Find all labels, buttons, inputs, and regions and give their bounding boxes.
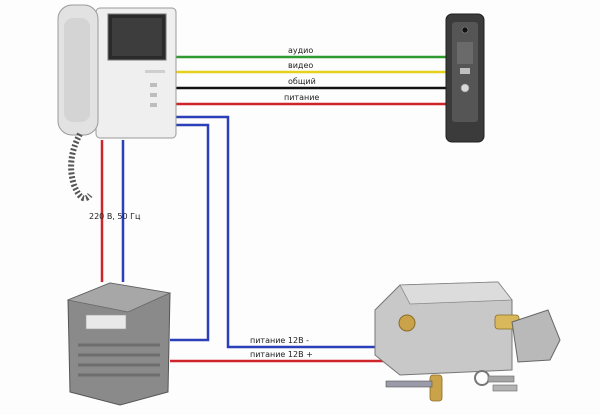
lock-strike-plate bbox=[511, 309, 561, 363]
label-audio: аудио bbox=[288, 46, 313, 55]
wire-monitor-lock-inner bbox=[170, 123, 210, 342]
label-power: питание bbox=[284, 93, 319, 102]
lock-cylinder bbox=[385, 374, 443, 402]
handset bbox=[57, 4, 99, 136]
wire-monitor-lock-outer bbox=[176, 115, 385, 349]
outdoor-call-panel bbox=[445, 13, 485, 143]
label-power-plus: питание 12В + bbox=[250, 350, 313, 359]
video-monitor bbox=[95, 7, 177, 139]
power-supply-unit bbox=[66, 282, 172, 406]
label-power-minus: питание 12В - bbox=[250, 336, 309, 345]
label-video: видео bbox=[288, 61, 313, 70]
keys bbox=[474, 370, 518, 392]
handset-cord bbox=[68, 132, 93, 202]
label-common: общий bbox=[288, 77, 316, 86]
electric-lock bbox=[374, 281, 520, 376]
label-mains: 220 В, 50 Гц bbox=[89, 212, 141, 221]
